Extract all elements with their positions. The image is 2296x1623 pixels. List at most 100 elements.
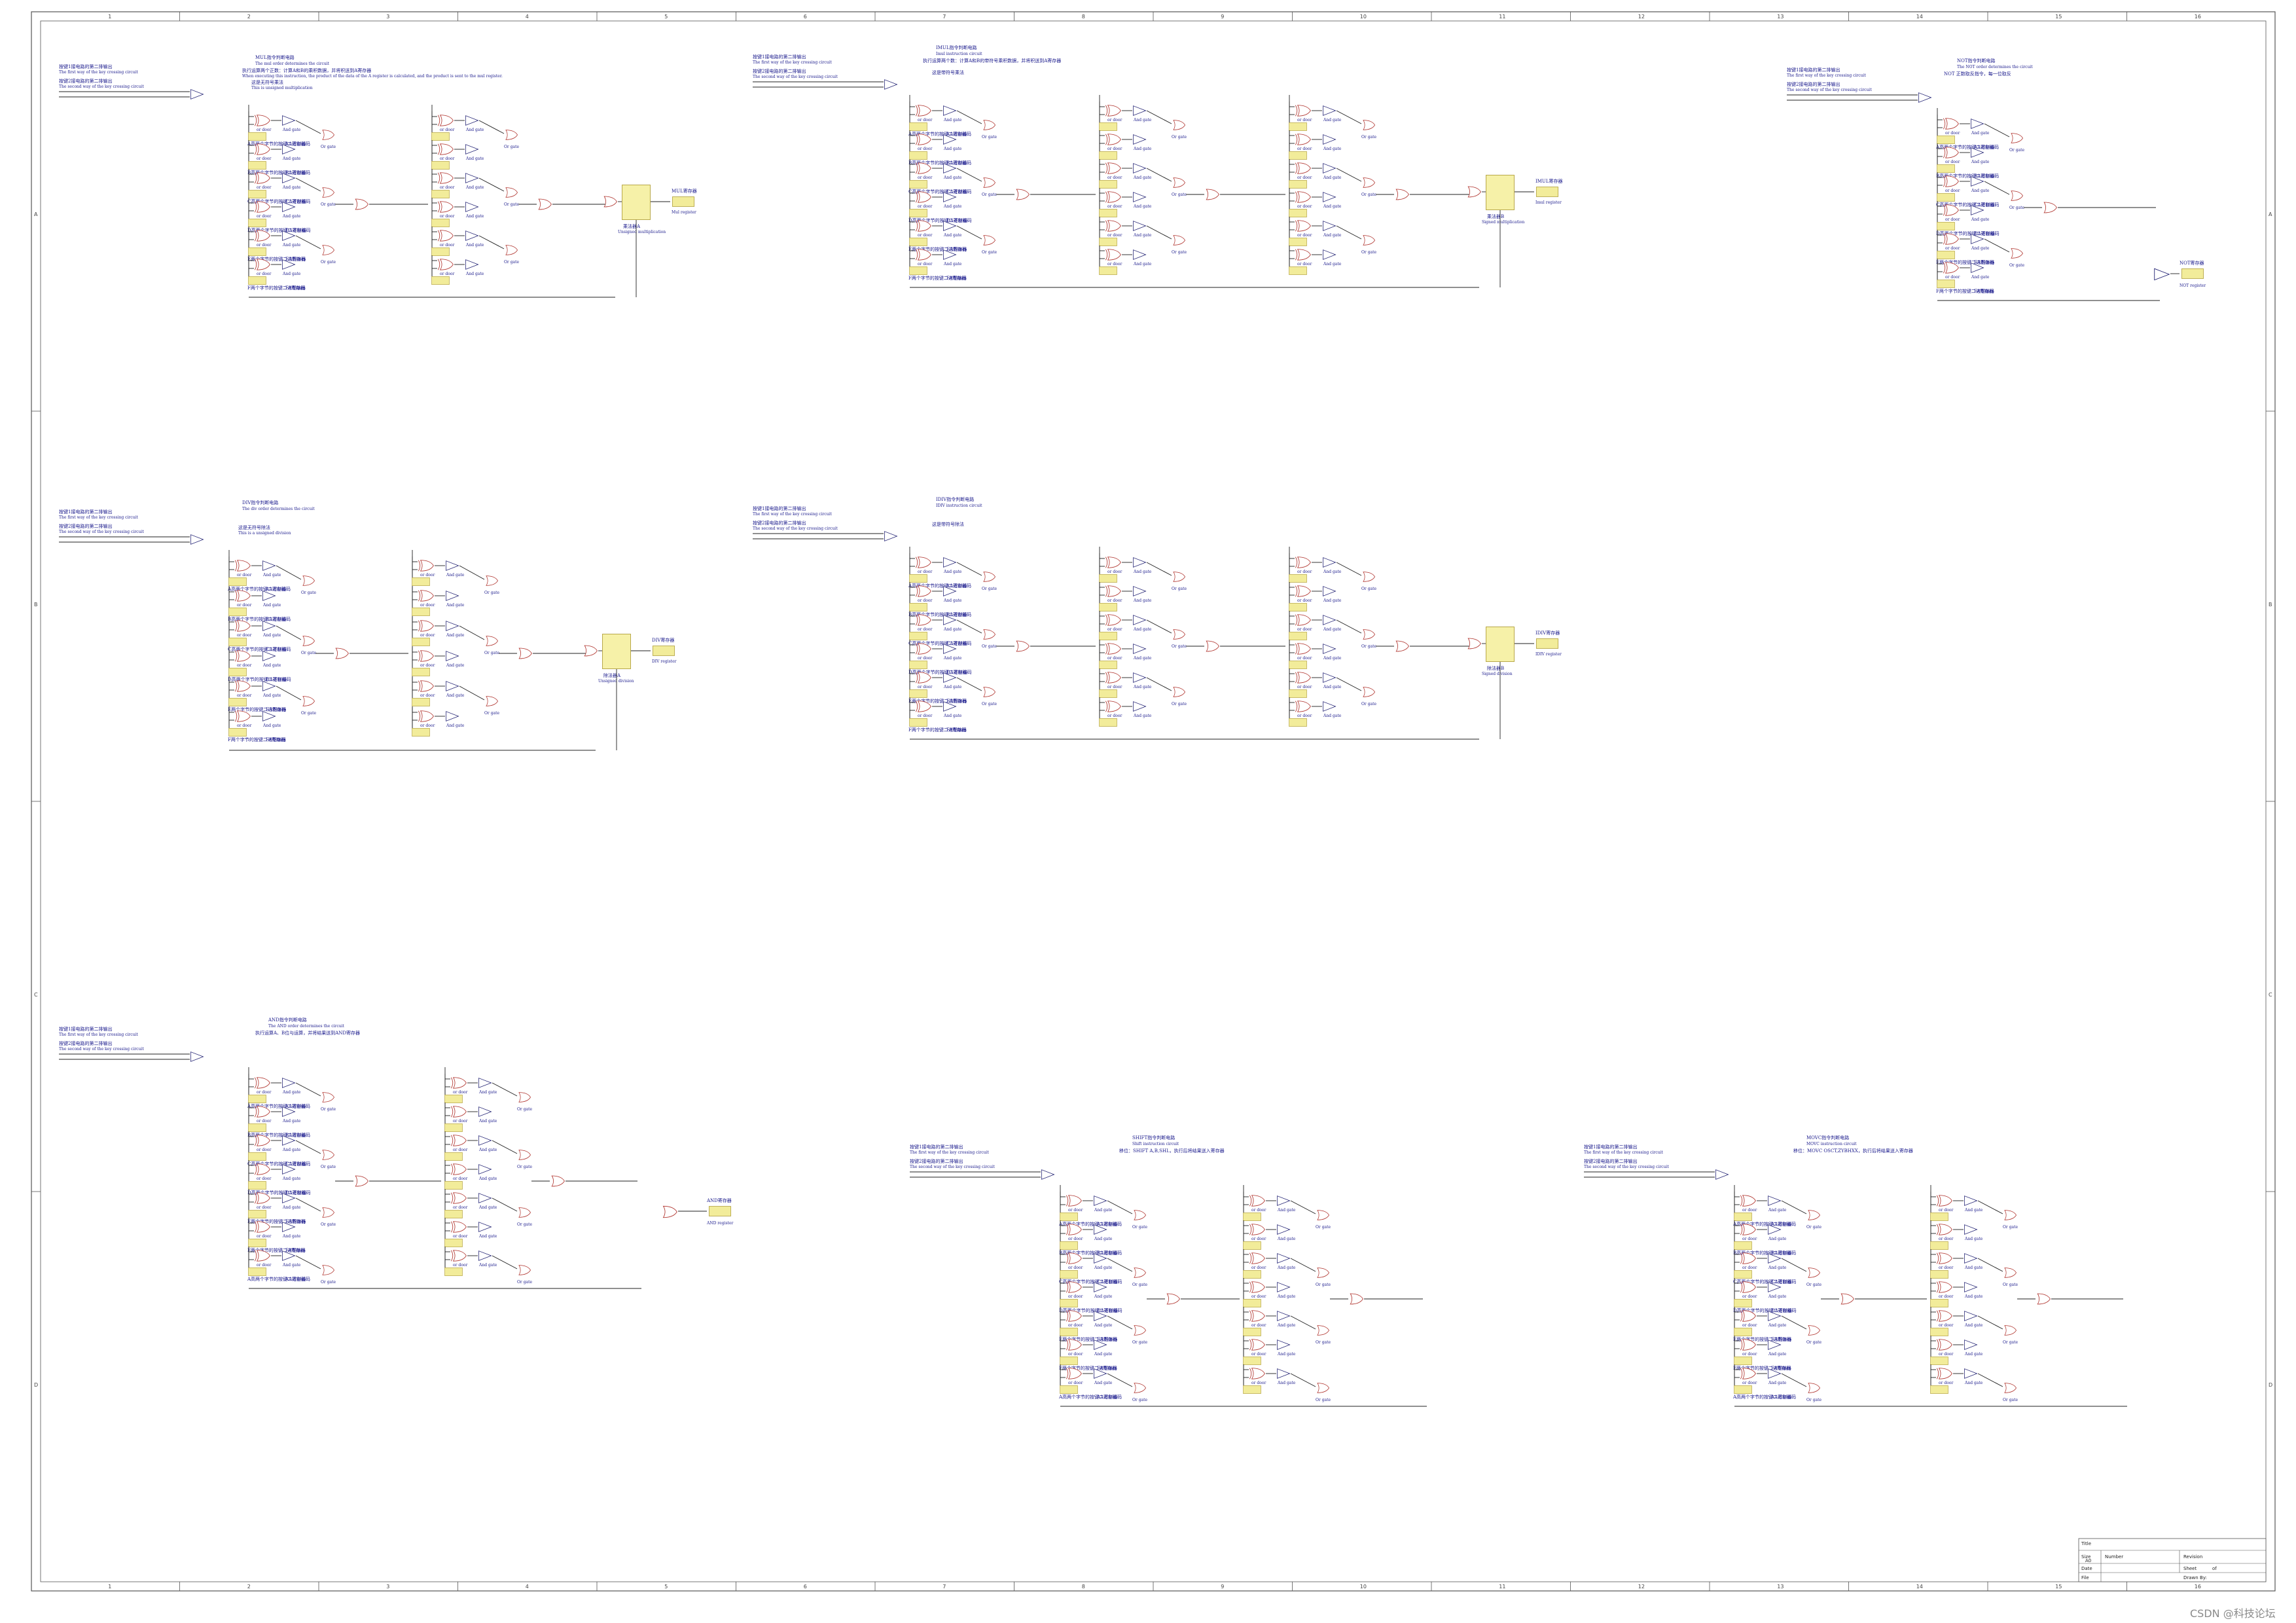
wire	[1336, 619, 1362, 634]
and-gate-label: And gate	[1964, 1323, 1983, 1328]
or-gate-label: Or gate	[1806, 1283, 1822, 1287]
xor-gate-icon	[1105, 556, 1121, 568]
register-icon	[1734, 1328, 1752, 1336]
and-gate-label: And gate	[282, 214, 301, 219]
wire	[492, 1255, 518, 1269]
or-gate-label: Or gate	[1316, 1398, 1331, 1402]
amplifier-icon	[1964, 1311, 1977, 1321]
and-gate-label: And gate	[1323, 598, 1342, 603]
register-icon	[1734, 1385, 1752, 1394]
wire	[1107, 1315, 1133, 1330]
register-icon	[1734, 1241, 1752, 1250]
xor-gate-icon	[1105, 701, 1121, 712]
xor-gate-label: or door	[420, 723, 435, 728]
and-gate-label: And gate	[1277, 1237, 1296, 1241]
or-gate-label: Or gate	[321, 1165, 336, 1169]
frame-column-label: 3	[386, 14, 389, 20]
row-register-label: DA寄存器	[946, 669, 967, 675]
register-icon	[1243, 1385, 1261, 1394]
frame-column-label: 2	[247, 14, 251, 20]
or-gate-icon	[518, 1207, 531, 1218]
or-gate-icon	[2011, 191, 2023, 201]
or-gate-label: Or gate	[2003, 1340, 2018, 1345]
xor-gate-icon	[254, 1077, 270, 1089]
or-gate-label: Or gate	[517, 1165, 533, 1169]
row-register-label: BA寄存器	[266, 616, 286, 622]
or-gate-label: Or gate	[1806, 1225, 1822, 1230]
output-register-label: IDIV寄存器	[1535, 630, 1560, 636]
frame-row-label: C	[34, 992, 38, 998]
xor-gate-label: or door	[1068, 1323, 1083, 1328]
or-gate-label: Or gate	[1132, 1225, 1148, 1230]
or-gate-label: Or gate	[1172, 250, 1187, 255]
frame-column-label: 12	[1638, 1584, 1645, 1590]
xor-gate-icon	[437, 259, 454, 270]
frame-column-label: 4	[526, 14, 529, 20]
wire	[295, 177, 321, 192]
xor-gate-icon	[1105, 191, 1121, 203]
and-gate-label: And gate	[282, 185, 301, 190]
xor-gate-icon	[1295, 249, 1311, 261]
key-input-label-en: The second way of the key crossing circu…	[59, 1047, 144, 1051]
key-input-label-en: The first way of the key crossing circui…	[753, 512, 832, 517]
module-title: SHIFT指令判断电路	[1132, 1135, 1175, 1140]
or-gate-icon	[486, 696, 498, 706]
row-label: A高两个字节的按键二进制编码	[908, 131, 971, 137]
xor-gate-label: or door	[420, 573, 435, 577]
wire	[1107, 1373, 1133, 1387]
and-gate-label: And gate	[1133, 175, 1152, 180]
or-gate-icon	[505, 187, 518, 198]
or-gate-label: Or gate	[1361, 135, 1377, 139]
register-icon	[412, 638, 430, 646]
or-gate-label: Or gate	[321, 202, 336, 207]
xor-gate-label: or door	[420, 663, 435, 668]
output-register-label-en: Imul register	[1535, 200, 1562, 205]
row-register-label: CA寄存器	[266, 646, 286, 652]
register-icon	[1734, 1213, 1752, 1221]
row-register-label: BA寄存器	[1771, 1250, 1791, 1256]
xor-gate-icon	[1936, 1224, 1952, 1235]
xor-gate-icon	[1295, 191, 1311, 203]
register-icon	[444, 1267, 463, 1276]
wire	[492, 1082, 518, 1097]
register-icon	[1930, 1270, 1948, 1279]
register-icon	[1060, 1385, 1078, 1394]
key-input-label: 按键1接电路的第二排输出	[753, 54, 806, 60]
or-gate-icon	[1808, 1210, 1820, 1220]
row-register-label: AA寄存器	[285, 1276, 306, 1282]
frame-column-label: 1	[108, 1584, 111, 1590]
or-gate-icon	[1206, 189, 1219, 200]
amplifier-icon	[1323, 105, 1336, 116]
frame-row-label: D	[34, 1382, 38, 1388]
output-register-label-en: DIV register	[652, 659, 677, 664]
register-icon	[1099, 632, 1117, 640]
module-title: MUL指令判断电路	[255, 54, 295, 60]
or-gate-label: Or gate	[1316, 1340, 1331, 1345]
amplifier-icon	[1094, 1195, 1107, 1206]
amplifier-icon	[1133, 644, 1146, 654]
amplifier-icon	[465, 144, 478, 155]
title-block-drawn-by: Drawn By:	[2183, 1575, 2207, 1580]
register-icon	[909, 632, 927, 640]
amplifier-icon	[1323, 163, 1336, 173]
or-gate-label: Or gate	[321, 1107, 336, 1112]
xor-gate-label: or door	[1939, 1237, 1953, 1241]
register-icon	[412, 698, 430, 706]
key-input-label: 按键1接电路的第二排输出	[59, 1026, 112, 1032]
row-label: B高两个字节的按键二进制编码	[1936, 173, 1999, 179]
and-gate-label: And gate	[465, 272, 484, 276]
title-block-of: of	[2212, 1566, 2217, 1571]
frame-column-label: 8	[1082, 1584, 1085, 1590]
xor-gate-label: or door	[918, 262, 932, 266]
or-gate-label: Or gate	[1361, 250, 1377, 255]
amplifier-icon	[884, 531, 897, 541]
xor-gate-label: or door	[1068, 1208, 1083, 1213]
xor-gate-icon	[1105, 105, 1121, 117]
row-register-label: DA寄存器	[266, 676, 287, 682]
and-gate-label: And gate	[1133, 262, 1152, 266]
output-register-label: MUL寄存器	[672, 188, 697, 194]
amplifier-icon	[446, 560, 459, 571]
and-gate-label: And gate	[1277, 1323, 1296, 1328]
or-gate-icon	[1808, 1267, 1820, 1278]
